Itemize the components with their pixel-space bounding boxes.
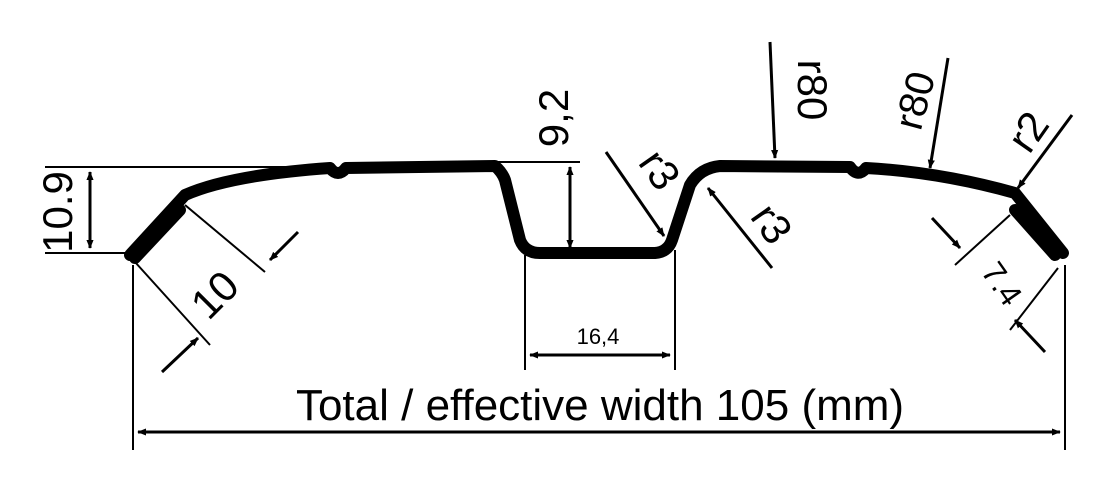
crown-radius-leader bbox=[768, 41, 779, 159]
crown-right-radius-label: r80 bbox=[887, 67, 944, 134]
rib-top-radius-leader bbox=[706, 187, 774, 269]
rib-bottom-radius-label: r3 bbox=[630, 141, 690, 199]
right-edge-dimension bbox=[930, 214, 1059, 354]
rib-depth-label: 9,2 bbox=[530, 89, 577, 147]
edge-radius-leader bbox=[1016, 114, 1074, 189]
rib-width-dimension bbox=[524, 250, 676, 370]
edge-radius-label: r2 bbox=[998, 103, 1058, 161]
rib-bottom-radius-leader bbox=[604, 151, 666, 237]
left-edge-dimension bbox=[134, 204, 300, 374]
rib-depth-dimension bbox=[495, 161, 580, 249]
right-edge-label: 7.4 bbox=[975, 255, 1030, 312]
profile-outline bbox=[124, 160, 1069, 264]
height-dimension bbox=[45, 166, 330, 254]
crown-radius-label: r80 bbox=[789, 60, 836, 121]
rib-width-label: 16,4 bbox=[577, 324, 620, 349]
total-width-label: Total / effective width 105 (mm) bbox=[296, 381, 904, 430]
total-width-dimension bbox=[132, 265, 1066, 450]
crown-right-radius-leader bbox=[927, 57, 950, 169]
left-edge-label: 10 bbox=[182, 262, 248, 328]
height-label: 10.9 bbox=[34, 171, 81, 253]
